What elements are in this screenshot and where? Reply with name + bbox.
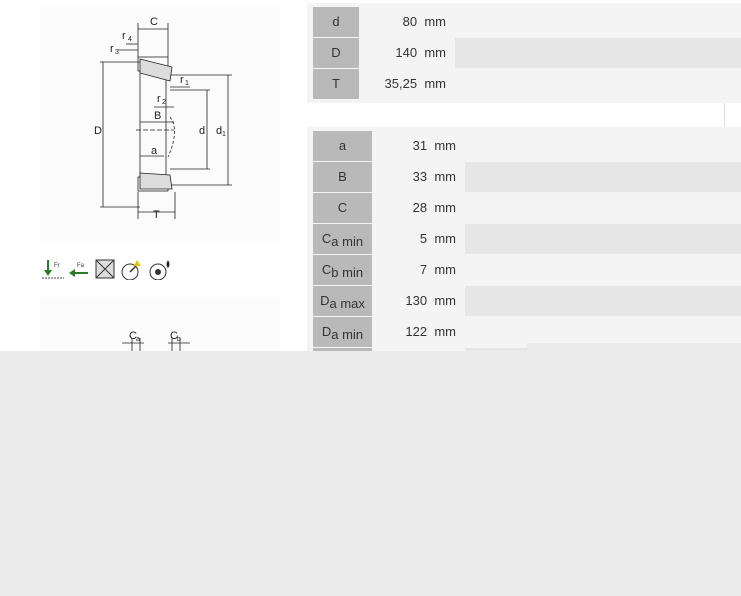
table-row: Da max 130 mm <box>313 286 741 316</box>
table-row: T 35,25 mm <box>313 69 741 99</box>
row-value: 33 mm <box>373 162 464 192</box>
row-fill <box>455 38 741 68</box>
overlay-cut <box>527 343 741 351</box>
row-value: 28 mm <box>373 193 464 223</box>
dim-label-d1-sub: 1 <box>222 131 226 138</box>
dim-label-D: D <box>94 125 102 137</box>
bearing-cross-section: C r 4 r 3 r 1 r 2 B D d d 1 a T <box>94 16 232 221</box>
radial-load-label: Fr <box>54 263 60 269</box>
row-value: 5 mm <box>373 224 464 254</box>
dim-label-r3: r <box>110 43 114 55</box>
divider <box>724 103 741 127</box>
row-fill <box>465 317 741 347</box>
axial-load-label: Fa <box>77 263 85 269</box>
row-value: 130 mm <box>373 286 464 316</box>
lubrication-icon <box>149 260 170 280</box>
table-row: C 28 mm <box>313 193 741 223</box>
row-fill <box>465 131 741 161</box>
dimensions-table: a 31 mm B 33 mm C 28 mm Ca min 5 mm Cb m… <box>307 127 741 351</box>
dim-label-T: T <box>153 209 160 221</box>
dim-label-r3-sub: 3 <box>115 49 119 56</box>
row-label: Da min <box>313 317 372 347</box>
dim-label-Ca: C <box>129 330 137 342</box>
row-fill <box>455 69 741 99</box>
speed-icon <box>121 260 141 280</box>
dim-label-Cb: C <box>170 330 178 342</box>
row-value: 7 mm <box>373 255 464 285</box>
dim-label-r2-sub: 2 <box>162 99 166 106</box>
table-row: Da min 122 mm <box>313 317 741 347</box>
row-label: Cb min <box>313 255 372 285</box>
row-value: 140 mm <box>360 38 454 68</box>
row-fill <box>465 224 741 254</box>
table-row: Ca min 5 mm <box>313 224 741 254</box>
table-row: D 140 mm <box>313 38 741 68</box>
row-label <box>313 348 372 351</box>
dim-label-B: B <box>154 110 161 122</box>
dim-label-C: C <box>150 16 158 28</box>
bearing-drawing: C r 4 r 3 r 1 r 2 B D d d 1 a T <box>40 7 280 241</box>
axial-load-icon: Fa <box>69 263 88 277</box>
dim-label-r1: r <box>180 74 184 86</box>
row-label: Ca min <box>313 224 372 254</box>
row-value: 122 mm <box>373 317 464 347</box>
table-row: d 80 mm <box>313 7 741 37</box>
dim-label-a: a <box>151 145 158 157</box>
row-value <box>373 348 464 351</box>
radial-load-icon: Fr <box>42 260 64 279</box>
dim-label-r4-sub: 4 <box>128 36 132 43</box>
feature-icons: Fr Fa <box>42 258 182 282</box>
mounting-dimensions-svg: C a C b <box>122 330 190 351</box>
row-label: a <box>313 131 372 161</box>
row-label: Da max <box>313 286 372 316</box>
row-label: T <box>313 69 359 99</box>
row-label: B <box>313 162 372 192</box>
table-row: B 33 mm <box>313 162 741 192</box>
dim-label-r2: r <box>157 93 161 105</box>
row-label: D <box>313 38 359 68</box>
row-fill <box>465 286 741 316</box>
dim-label-Cb-sub: b <box>177 336 181 343</box>
dim-label-d: d <box>199 125 205 137</box>
no-angular-misalignment-icon <box>95 259 115 279</box>
content-area: C r 4 r 3 r 1 r 2 B D d d 1 a T <box>0 0 741 351</box>
row-fill <box>465 193 741 223</box>
mounting-dimensions-drawing: C a C b <box>40 298 280 351</box>
row-fill <box>455 7 741 37</box>
row-label: d <box>313 7 359 37</box>
row-value: 80 mm <box>360 7 454 37</box>
main-dimensions-table: d 80 mm D 140 mm T 35,25 mm <box>307 3 741 103</box>
dim-label-r1-sub: 1 <box>185 80 189 87</box>
dim-label-r4: r <box>122 30 126 42</box>
table-row: Cb min 7 mm <box>313 255 741 285</box>
dim-label-Ca-sub: a <box>136 336 140 343</box>
dim-label-d1: d <box>216 125 222 137</box>
row-value: 35,25 mm <box>360 69 454 99</box>
table-row: a 31 mm <box>313 131 741 161</box>
row-fill <box>465 255 741 285</box>
row-label: C <box>313 193 372 223</box>
row-value: 31 mm <box>373 131 464 161</box>
row-fill <box>465 162 741 192</box>
